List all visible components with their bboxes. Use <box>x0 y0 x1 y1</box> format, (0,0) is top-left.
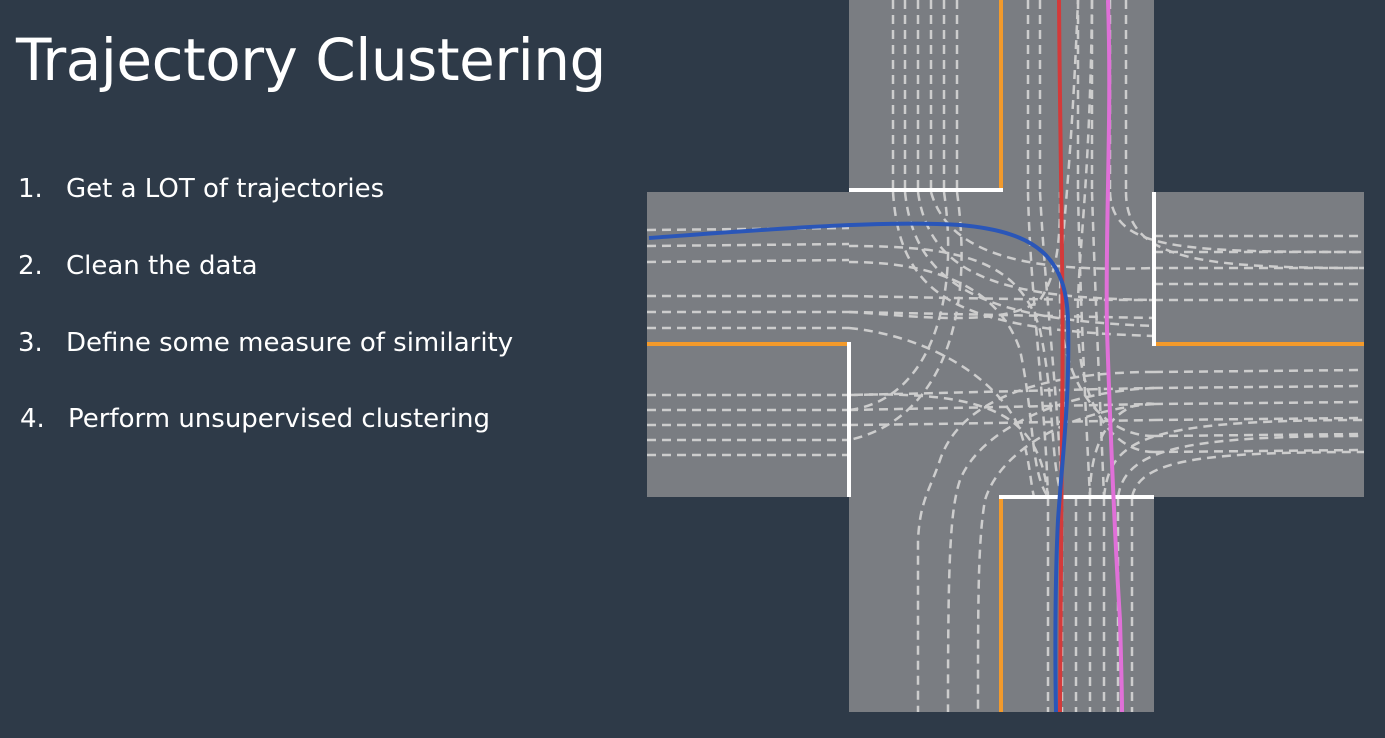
step-item: 3. Define some measure of similarity <box>18 325 513 361</box>
intersection-roads <box>647 0 1364 712</box>
step-number: 2. <box>18 251 43 281</box>
step-text: Clean the data <box>66 251 258 281</box>
stop-lines <box>847 188 1156 499</box>
step-text: Perform unsupervised clustering <box>68 404 491 434</box>
center-lines <box>647 0 1364 712</box>
step-item: 4. Perform unsupervised clustering <box>20 401 490 437</box>
highlight-trajectory-pink <box>1104 0 1124 713</box>
step-text: Define some measure of similarity <box>66 328 514 358</box>
highlight-trajectory-red <box>1057 0 1065 713</box>
step-item: 2. Clean the data <box>18 248 258 284</box>
step-item: 1. Get a LOT of trajectories <box>18 171 384 207</box>
step-number: 3. <box>18 328 43 358</box>
highlight-trajectory-blue <box>648 221 1071 713</box>
step-number: 1. <box>18 174 43 204</box>
slide-title: Trajectory Clustering <box>16 26 606 94</box>
step-text: Get a LOT of trajectories <box>66 174 385 204</box>
step-number: 4. <box>20 404 45 434</box>
